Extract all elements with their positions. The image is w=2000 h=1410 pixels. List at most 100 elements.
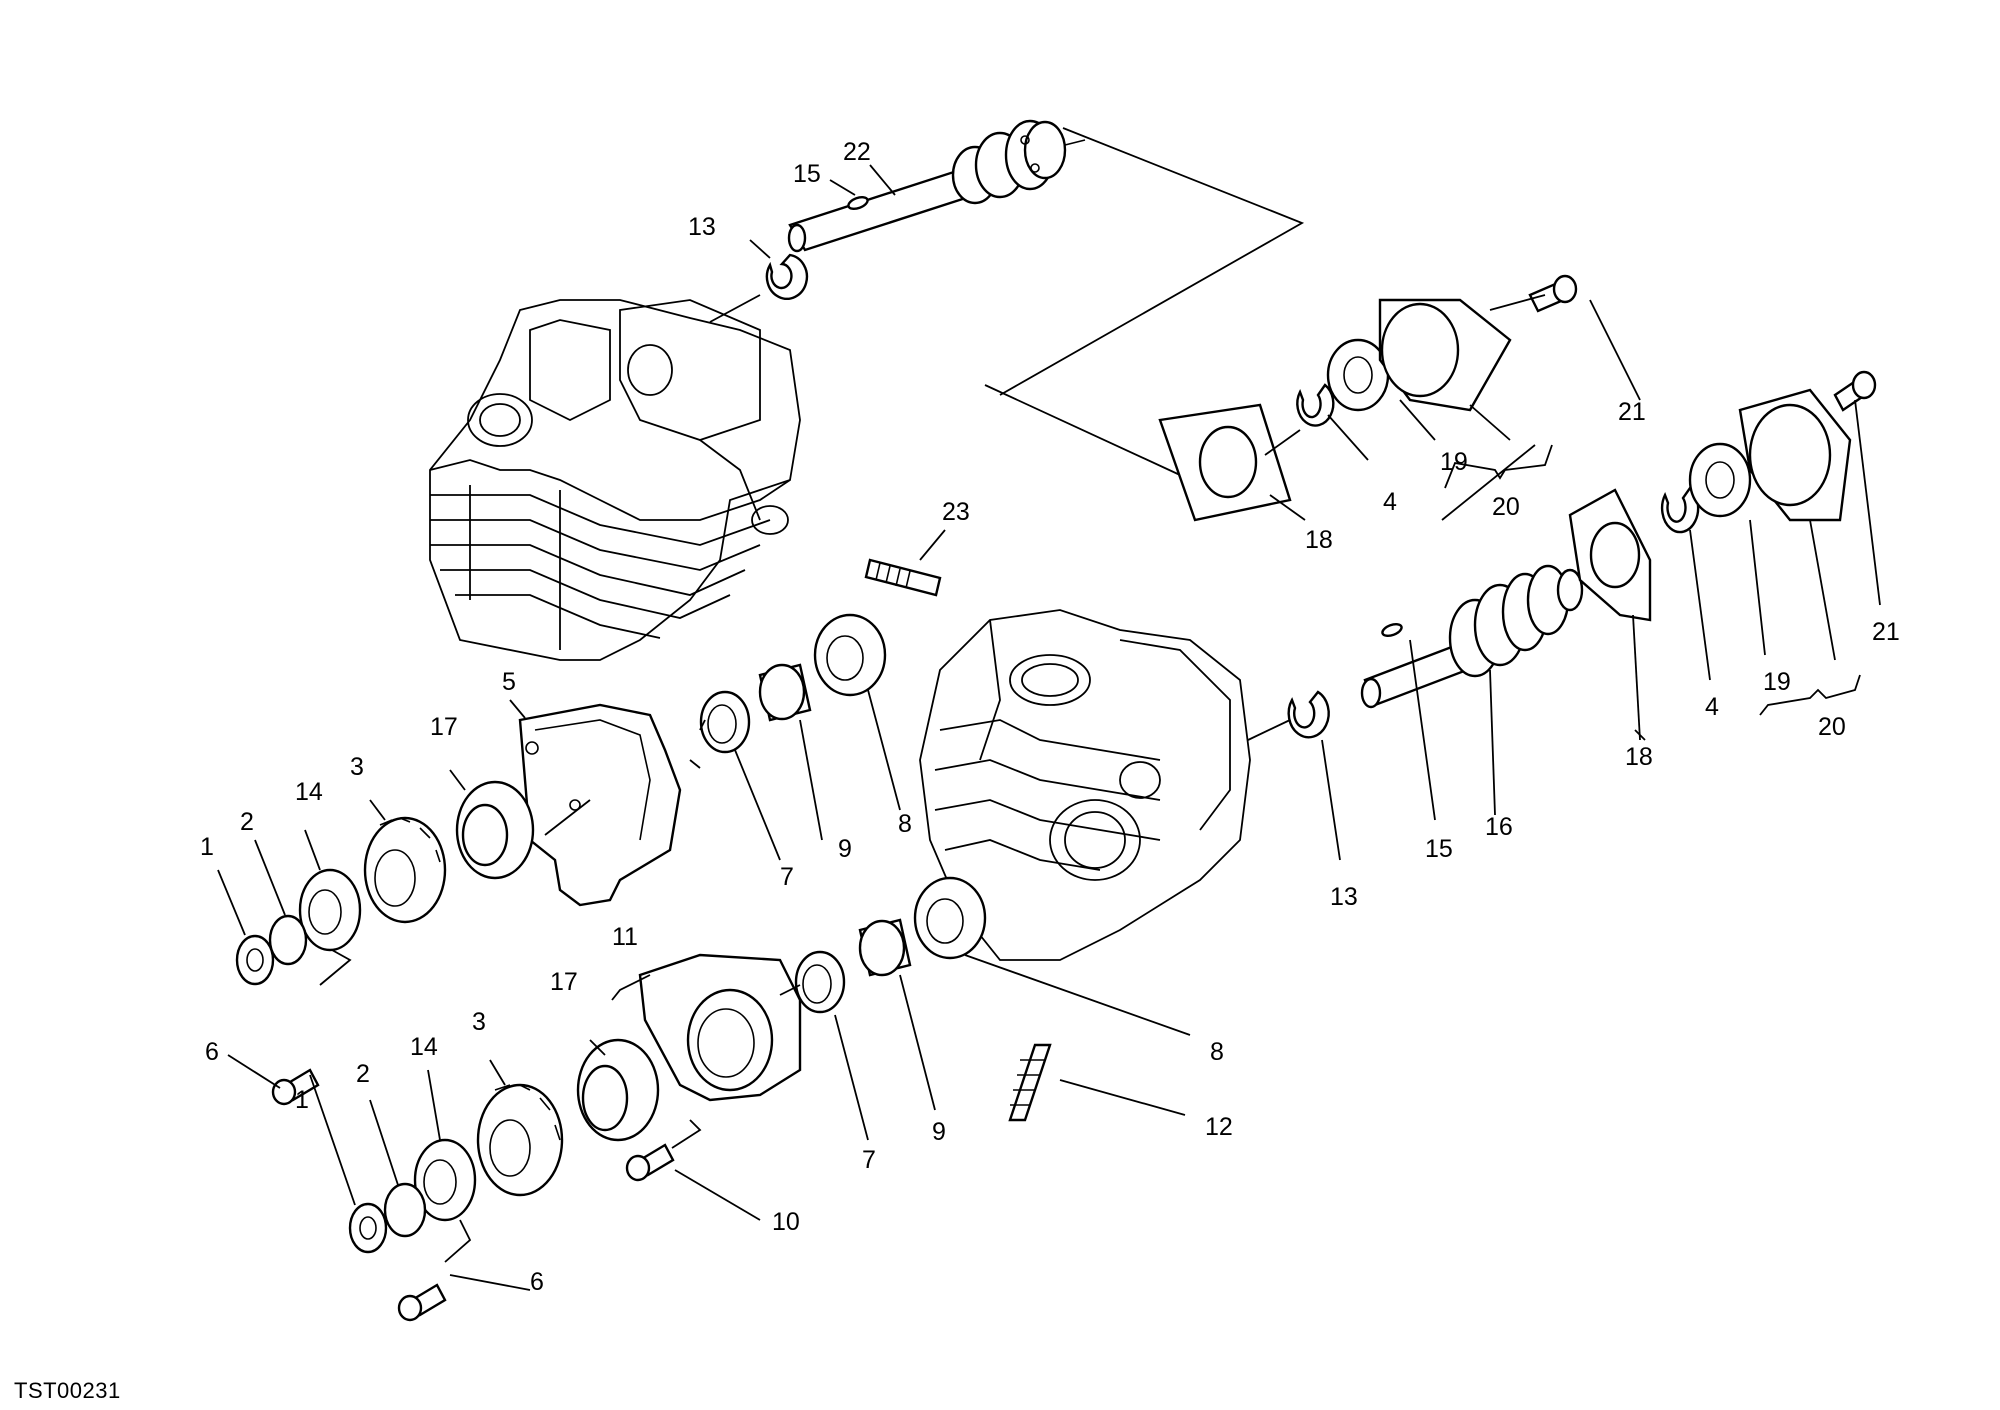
leader-12 <box>1059 1079 1186 1116</box>
leader-13-top <box>749 239 771 259</box>
leader-2-bottom <box>369 1099 399 1186</box>
leader-20-right <box>1809 519 1836 661</box>
stud-12 <box>1008 1043 1052 1122</box>
leader-22 <box>869 164 896 196</box>
label-3: 3 <box>350 753 364 781</box>
leader-15-top <box>829 179 856 196</box>
leader-11 <box>611 974 651 1001</box>
gasket-18-top <box>1158 403 1292 522</box>
bolt-10 <box>625 1143 675 1182</box>
axis-segment <box>779 984 801 996</box>
bearing-19-right <box>1688 442 1752 518</box>
axis-segment <box>699 719 706 731</box>
leader-2-top <box>254 839 286 916</box>
screw-21-right <box>1833 370 1877 412</box>
leader-18-top <box>1269 494 1306 521</box>
bearing-housing-20-right <box>1738 388 1852 522</box>
leader-4-right <box>1689 529 1711 681</box>
label-6-lower: 6 <box>530 1268 544 1296</box>
axis-segment <box>544 799 591 836</box>
leader-9-top <box>799 719 823 841</box>
label-7: 7 <box>780 863 794 891</box>
leader-8-bottom <box>964 954 1191 1036</box>
axis-segment <box>689 759 701 769</box>
label-11: 11 <box>612 923 638 951</box>
bracket-20-top <box>1444 444 1553 489</box>
camshaft-horizontal <box>1360 564 1584 709</box>
circlip-13-right <box>1287 690 1330 739</box>
leader-4-top <box>1327 414 1369 461</box>
label-4: 4 <box>1383 488 1397 516</box>
label-15-right: 15 <box>1425 835 1453 863</box>
belt-cover-5 <box>518 703 682 907</box>
pulley-17-top <box>455 780 535 880</box>
leader-13-right <box>1321 739 1341 861</box>
label-21-right: 21 <box>1872 618 1900 646</box>
leader-17-top <box>449 769 466 791</box>
shaft-axis-line-top <box>999 127 1305 396</box>
leader-14-top <box>319 949 352 986</box>
sleeve-9-bottom <box>858 918 912 977</box>
bearing-housing-20-top <box>1378 298 1512 412</box>
sleeve-9-top <box>758 663 812 722</box>
label-2-lower: 2 <box>356 1060 370 1088</box>
label-16: 16 <box>1485 813 1513 841</box>
bearing-8-top <box>813 613 887 697</box>
label-20: 20 <box>1492 493 1520 521</box>
leader-17-bottom <box>589 1039 606 1056</box>
label-18: 18 <box>1305 526 1333 554</box>
leader-5 <box>509 699 526 719</box>
washer-14-bottom <box>413 1138 477 1222</box>
label-20-right: 20 <box>1818 713 1846 741</box>
bracket-20-right <box>1759 674 1861 716</box>
leader-1-top <box>217 869 246 936</box>
shaft-axis-line-top-2 <box>984 384 1181 476</box>
label-13: 13 <box>688 213 716 241</box>
label-10: 10 <box>772 1208 800 1236</box>
gear-3-top <box>363 816 447 924</box>
washer-14-top <box>298 868 362 952</box>
leader-14-bottom-2 <box>444 1219 472 1263</box>
label-17-lower: 17 <box>550 968 578 996</box>
sleeve-7-bottom <box>794 950 846 1014</box>
stud-23 <box>864 558 942 597</box>
bolt-6-bottom <box>397 1283 447 1322</box>
leader-21-right <box>1854 399 1881 606</box>
label-21: 21 <box>1618 398 1646 426</box>
label-2: 2 <box>240 808 254 836</box>
washer-2-top <box>268 914 308 966</box>
gear-3-bottom <box>476 1083 564 1197</box>
label-19-right: 19 <box>1763 668 1791 696</box>
pulley-17-bottom <box>576 1038 660 1142</box>
label-14-lower: 14 <box>410 1033 438 1061</box>
label-4-right: 4 <box>1705 693 1719 721</box>
leader-7-top <box>734 749 781 861</box>
belt-cover-11 <box>638 953 802 1102</box>
label-8-lower: 8 <box>1210 1038 1224 1066</box>
leader-21-top <box>1589 299 1641 401</box>
leader-6-top <box>227 1054 281 1089</box>
label-22: 22 <box>843 138 871 166</box>
leader-19-top <box>1399 399 1436 441</box>
document-code: TST00231 <box>14 1378 121 1403</box>
leader-1-bottom <box>309 1074 356 1206</box>
label-15: 15 <box>793 160 821 188</box>
axis-segment <box>1247 719 1291 741</box>
circlip-13-top <box>765 253 809 300</box>
leader-19-right <box>1749 519 1766 656</box>
key-15-right <box>1381 622 1403 638</box>
label-9: 9 <box>838 835 852 863</box>
key-15-top <box>847 195 869 211</box>
leader-15-right <box>1409 639 1436 821</box>
label-23: 23 <box>942 498 970 526</box>
leader-10-bracket <box>671 1119 702 1149</box>
leader-18-right-2 <box>1632 614 1641 741</box>
leader-3-top <box>369 799 386 821</box>
leader-14-bottom <box>427 1069 441 1141</box>
label-19: 19 <box>1440 448 1468 476</box>
label-17: 17 <box>430 713 458 741</box>
label-8: 8 <box>898 810 912 838</box>
nut-1-bottom <box>348 1202 388 1254</box>
callout-labels: 1 2 14 3 17 5 6 7 9 8 11 1 2 14 3 17 6 1… <box>200 138 1900 1296</box>
